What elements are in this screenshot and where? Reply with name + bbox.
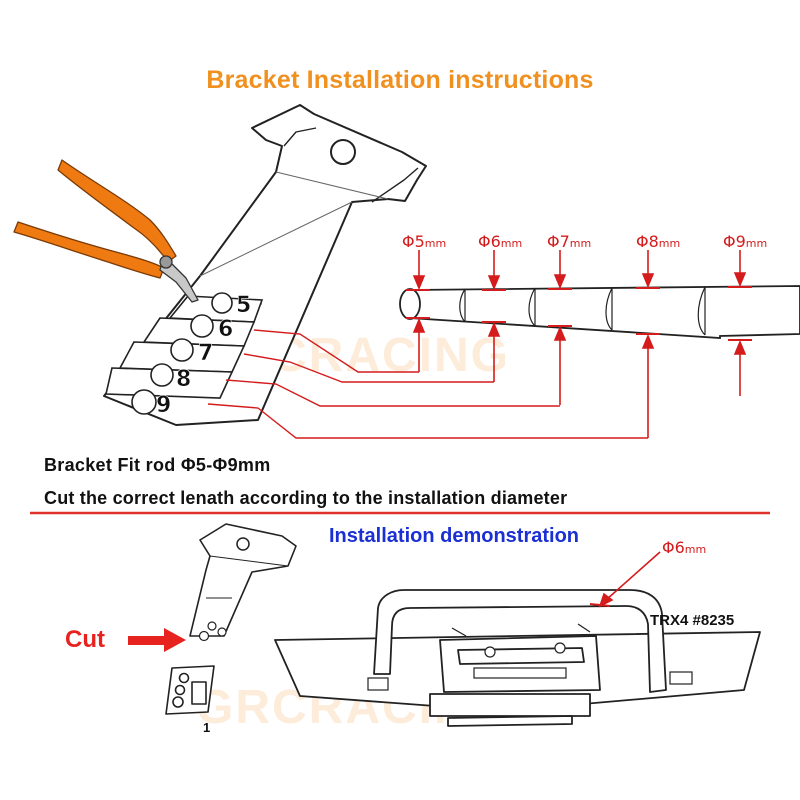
hole-8 — [150, 363, 174, 387]
bracket-number-6: 6 — [218, 317, 233, 342]
model-label: TRX4 #8235 — [650, 612, 735, 629]
stepped-rod — [399, 285, 800, 339]
demo-diameter-arrow — [598, 551, 661, 608]
diameter-label-8: Φ8mm — [636, 232, 681, 251]
bracket-cut-piece — [165, 665, 215, 715]
page-title: Bracket Installation instructions — [206, 66, 594, 94]
step-number: 1 — [203, 720, 211, 735]
cut-arrow-icon — [128, 628, 186, 652]
hole-6 — [190, 314, 214, 338]
hole-7 — [170, 338, 194, 362]
demo-title: Installation demonstration — [329, 525, 580, 547]
cut-instruction-text: Cut the correct lenath according to the … — [44, 488, 568, 508]
hole-9 — [131, 389, 157, 415]
fit-range-text: Bracket Fit rod Φ5-Φ9mm — [44, 455, 271, 475]
bracket-mount-hole — [330, 139, 356, 165]
bracket-small — [189, 523, 297, 637]
hole-5 — [211, 292, 233, 314]
bracket-number-8: 8 — [176, 367, 191, 392]
bumper — [274, 589, 761, 727]
bracket-number-9: 9 — [156, 393, 171, 418]
demo-diameter-label: Φ6mm — [662, 538, 707, 557]
pliers-icon — [13, 159, 199, 303]
bracket-segments — [105, 292, 264, 415]
diameter-label-9: Φ9mm — [723, 232, 768, 251]
diameter-label-5: Φ5mm — [402, 232, 447, 251]
diameter-label-7: Φ7mm — [547, 232, 592, 251]
diameter-label-6: Φ6mm — [478, 232, 523, 251]
cut-label: Cut — [65, 626, 105, 653]
bracket-number-5: 5 — [236, 293, 251, 318]
bracket-number-7: 7 — [198, 341, 213, 366]
